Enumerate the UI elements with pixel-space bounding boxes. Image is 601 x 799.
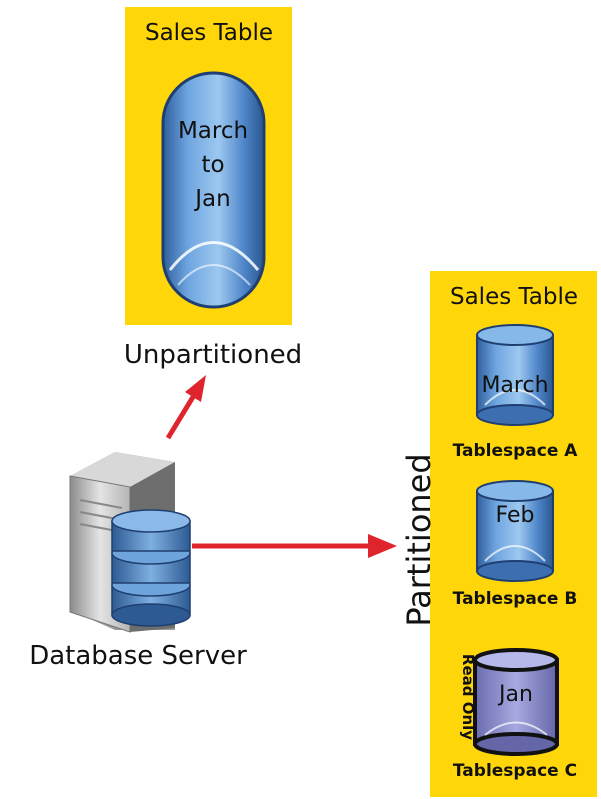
partition-month-jan: Jan [497, 682, 533, 707]
partition-cylinder-march [476, 324, 554, 426]
arrow-to-unpartitioned [165, 375, 206, 440]
arrow-to-partitioned [192, 534, 397, 558]
partition-cylinder-jan-read-only [473, 648, 559, 756]
partition-cylinder-feb [476, 480, 554, 582]
unpartitioned-caption: Unpartitioned [124, 340, 302, 370]
partition-tablespace-a: Tablespace A [453, 441, 579, 461]
unpartitioned-content-line-1: March [178, 118, 248, 144]
partitioned-side-label: Partitioned [400, 453, 438, 626]
unpartitioned-table-title: Sales Table [145, 20, 273, 46]
database-stack-icon [111, 509, 191, 627]
read-only-badge: Read Only [459, 654, 477, 740]
partition-month-march: March [481, 373, 548, 398]
partitioned-table-title: Sales Table [450, 284, 578, 310]
unpartitioned-cylinder [161, 71, 266, 309]
unpartitioned-content-line-3: Jan [193, 186, 230, 212]
partition-month-feb: Feb [496, 503, 535, 528]
partition-tablespace-b: Tablespace B [453, 589, 578, 609]
unpartitioned-content-line-2: to [201, 152, 224, 178]
partition-tablespace-c: Tablespace C [453, 761, 577, 781]
database-server-label: Database Server [29, 641, 247, 671]
